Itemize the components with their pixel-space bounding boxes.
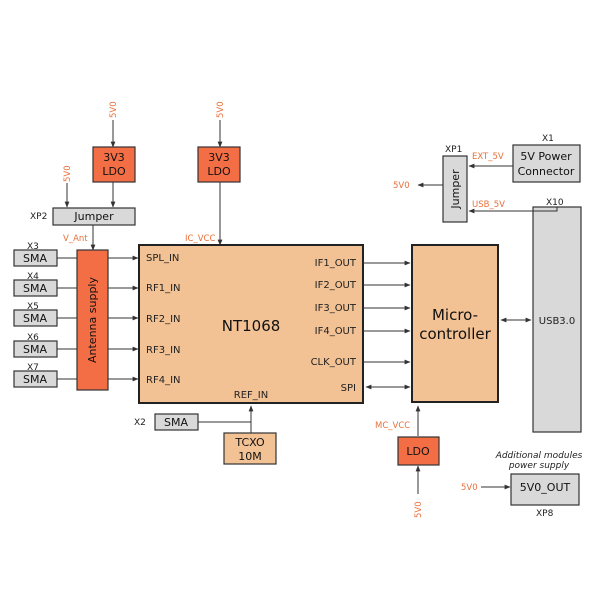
svg-text:RF2_IN: RF2_IN xyxy=(146,314,181,325)
svg-text:XP8: XP8 xyxy=(536,509,554,519)
sma-x5: X5 SMA xyxy=(13,302,77,327)
svg-text:TCXO: TCXO xyxy=(234,436,265,449)
svg-text:RF4_IN: RF4_IN xyxy=(146,375,181,386)
svg-text:RF1_IN: RF1_IN xyxy=(146,283,181,294)
svg-text:SMA: SMA xyxy=(164,416,188,429)
net-v-ant: V_Ant xyxy=(63,234,88,244)
svg-text:SMA: SMA xyxy=(23,312,47,325)
net-mc-vcc: MC_VCC xyxy=(375,421,410,431)
svg-text:5V Power: 5V Power xyxy=(520,150,572,163)
svg-text:XP2: XP2 xyxy=(30,212,47,222)
svg-text:X3: X3 xyxy=(27,242,39,252)
net-ext-5v: EXT_5V xyxy=(472,152,504,162)
net-5v0-left: 5V0 xyxy=(63,165,73,182)
svg-text:SPL_IN: SPL_IN xyxy=(146,253,179,264)
svg-text:Jumper: Jumper xyxy=(73,210,114,223)
svg-text:LDO: LDO xyxy=(406,445,430,458)
power-connector-x1: X1 5V Power Connector xyxy=(512,134,581,183)
sma-x4: X4 SMA xyxy=(13,272,77,297)
svg-text:10M: 10M xyxy=(238,450,262,463)
svg-text:X5: X5 xyxy=(27,302,39,312)
svg-text:CLK_OUT: CLK_OUT xyxy=(311,357,357,368)
nt1068-title: NT1068 xyxy=(222,317,281,335)
net-5v0-xp1: 5V0 xyxy=(393,181,410,191)
svg-text:SMA: SMA xyxy=(23,373,47,386)
usb3-connector: X10 USB3.0 xyxy=(532,198,582,433)
svg-text:X4: X4 xyxy=(27,272,39,282)
net-5v0-top-left: 5V0 xyxy=(109,101,119,118)
svg-text:SMA: SMA xyxy=(23,252,47,265)
ldo-3v3-left: 5V0 3V3 LDO xyxy=(92,101,136,183)
svg-text:X2: X2 xyxy=(134,418,146,428)
svg-text:X1: X1 xyxy=(542,134,554,144)
svg-text:X6: X6 xyxy=(27,333,39,343)
svg-text:XP1: XP1 xyxy=(445,145,462,155)
svg-text:IF4_OUT: IF4_OUT xyxy=(315,326,357,337)
svg-text:USB3.0: USB3.0 xyxy=(539,316,575,327)
svg-text:IF1_OUT: IF1_OUT xyxy=(315,258,357,269)
svg-text:3V3: 3V3 xyxy=(208,151,230,164)
svg-text:Jumper: Jumper xyxy=(449,169,462,210)
svg-text:RF3_IN: RF3_IN xyxy=(146,345,181,356)
svg-text:IF3_OUT: IF3_OUT xyxy=(315,303,357,314)
net-5v0-xp8: 5V0 xyxy=(461,483,478,493)
ldo-3v3-right: 5V0 3V3 LDO xyxy=(197,101,241,183)
net-5v0-ldo: 5V0 xyxy=(414,501,424,518)
sma-x6: X6 SMA xyxy=(13,333,77,358)
svg-text:Additional modules: Additional modules xyxy=(495,451,583,461)
tcxo-10m: TCXO 10M xyxy=(223,432,277,465)
microcontroller: Micro- controller xyxy=(411,244,499,403)
sma-x2: X2 SMA xyxy=(134,413,199,431)
xp8-5v0-out: Additional modules power supply 5V0 5V0_… xyxy=(461,451,583,519)
net-5v0-top-right: 5V0 xyxy=(216,101,226,118)
net-usb-5v: USB_5V xyxy=(472,200,505,210)
svg-text:SMA: SMA xyxy=(23,343,47,356)
svg-text:3V3: 3V3 xyxy=(103,151,125,164)
svg-text:Connector: Connector xyxy=(518,165,575,178)
svg-text:Micro-: Micro- xyxy=(432,306,478,324)
svg-text:controller: controller xyxy=(419,325,491,343)
svg-text:SMA: SMA xyxy=(23,282,47,295)
sma-x7: X7 SMA xyxy=(13,363,77,388)
svg-text:X10: X10 xyxy=(546,198,564,208)
svg-text:IF2_OUT: IF2_OUT xyxy=(315,280,357,291)
svg-text:LDO: LDO xyxy=(102,165,126,178)
antenna-supply: Antenna supply xyxy=(76,249,109,391)
nt1068-block: NT1068 SPL_IN RF1_IN RF2_IN RF3_IN RF4_I… xyxy=(138,244,364,404)
net-ic-vcc: IC_VCC xyxy=(185,234,215,244)
svg-text:LDO: LDO xyxy=(207,165,231,178)
jumper-xp2: 5V0 XP2 Jumper V_Ant xyxy=(30,165,136,251)
svg-text:REF_IN: REF_IN xyxy=(234,390,268,401)
svg-text:5V0_OUT: 5V0_OUT xyxy=(520,481,571,494)
svg-text:X7: X7 xyxy=(27,363,39,373)
jumper-xp1: XP1 Jumper 5V0 EXT_5V USB_5V xyxy=(393,145,558,223)
svg-text:power supply: power supply xyxy=(508,461,570,471)
svg-text:Antenna supply: Antenna supply xyxy=(86,277,99,363)
svg-text:SPI: SPI xyxy=(341,383,356,394)
ldo-mc: MC_VCC LDO 5V0 xyxy=(375,405,440,518)
sma-x3: X3 SMA xyxy=(13,242,77,267)
